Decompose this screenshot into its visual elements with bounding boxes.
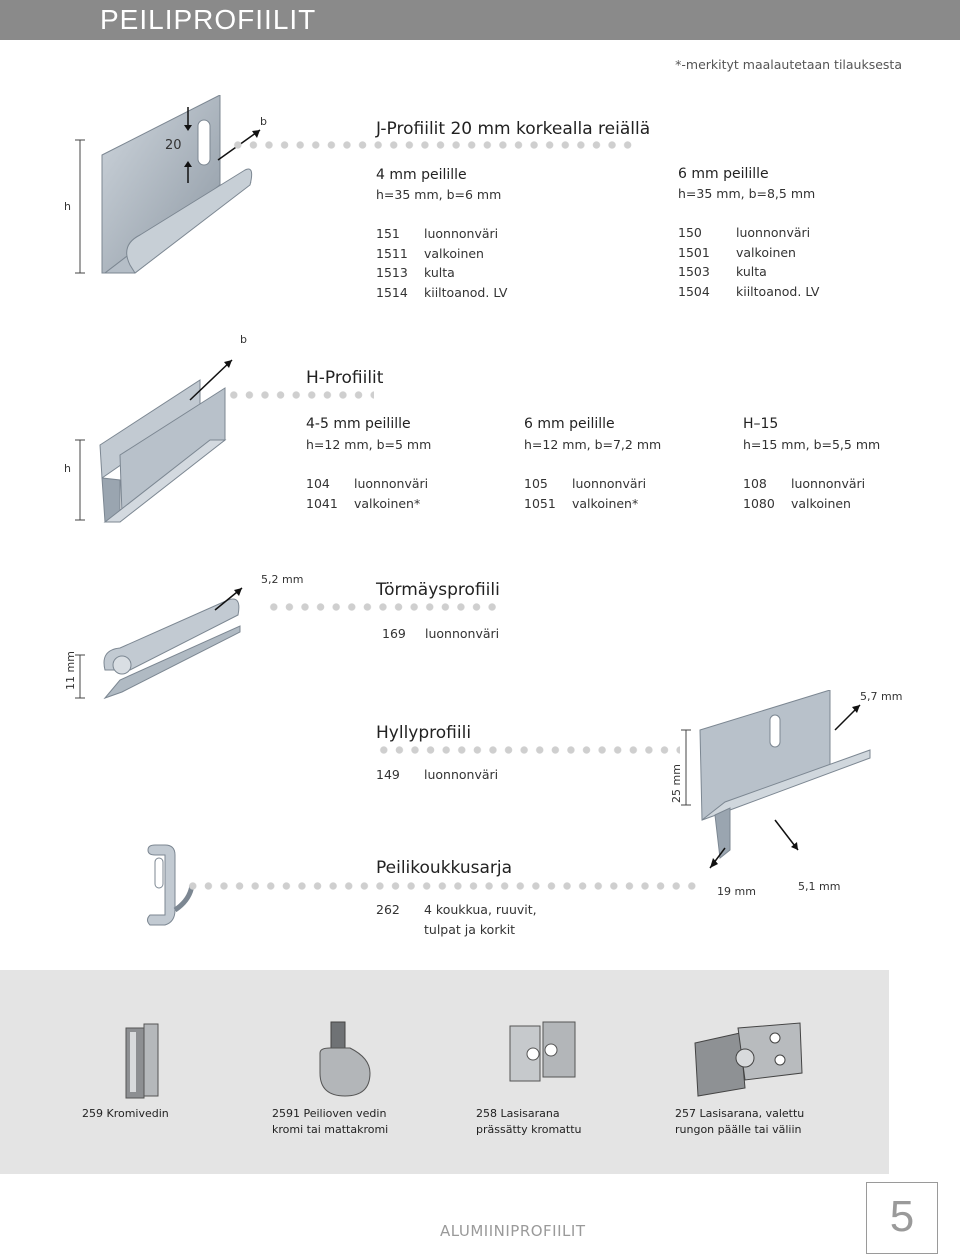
koukku-dots [185,881,697,891]
j-dim-20: 20 [165,138,182,153]
paint-note: *-merkityt maalautetaan tilauksesta [675,57,902,72]
list-item: tulpat ja korkit [424,921,516,937]
page-title: PEILIPROFIILIT [100,4,317,35]
footer-section-title: ALUMIINIPROFIILIT [440,1222,586,1240]
j-col2-title: 6 mm peilille [678,166,769,182]
accessory-259: 259 Kromivedin [82,1106,169,1122]
j-profile-title: J-Profiilit 20 mm korkealla reiällä [376,119,651,139]
tormays-dim-w: 5,2 mm [261,573,304,586]
lasisarana-258-image [509,1021,576,1082]
tormays-dots [266,602,498,612]
hylly-dim-top: 5,7 mm [860,690,903,703]
hylly-dim-w: 19 mm [717,885,756,898]
page-number: 5 [866,1182,938,1254]
hylly-dim-b: 5,1 mm [798,880,841,893]
h-col3-spec: h=15 mm, b=5,5 mm [743,437,881,452]
h-profile-title: H-Profiilit [306,368,384,388]
accessory-label: 259 Kromivedin [82,1107,169,1120]
h-dots [226,390,374,400]
h-profile-illustration [75,359,233,523]
accessory-label: 2591 Peilioven vedin [272,1107,387,1120]
accessory-sub: prässätty kromattu [476,1123,582,1136]
h-col2-title: 6 mm peilille [524,416,615,432]
j-col2-spec: h=35 mm, b=8,5 mm [678,186,816,201]
j-col1-title: 4 mm peilille [376,167,467,183]
j-dim-b: b [260,115,267,128]
j-dots [230,140,634,150]
h-col1-title: 4-5 mm peilille [306,416,411,432]
accessory-sub: rungon päälle tai väliin [675,1123,802,1136]
hylly-dim-h: 25 mm [670,764,683,803]
accessory-2591: 2591 Peilioven vedin kromi tai mattakrom… [272,1106,388,1138]
j-profile-illustration [75,95,261,274]
hylly-dots [376,745,680,755]
accessory-label: 258 Lasisarana [476,1107,560,1120]
header-band [0,0,960,40]
vedin-image [319,1021,371,1097]
accessory-label: 257 Lasisarana, valettu [675,1107,805,1120]
j-dim-h: h [64,200,71,213]
accessory-258: 258 Lasisarana prässätty kromattu [476,1106,582,1138]
h-dim-b: b [240,333,247,346]
accessory-257: 257 Lasisarana, valettu rungon päälle ta… [675,1106,804,1138]
hylly-title: Hyllyprofiili [376,723,472,743]
accessory-sub: kromi tai mattakromi [272,1123,389,1136]
h-dim-h: h [64,462,71,475]
tormays-title: Törmäysprofiili [376,580,500,600]
lasisarana-257-image [694,1022,803,1097]
j-col1-spec: h=35 mm, b=6 mm [376,187,502,202]
tormays-dim-h: 11 mm [64,651,77,690]
h-col1-spec: h=12 mm, b=5 mm [306,437,432,452]
tormays-illustration [75,587,243,700]
h-col2-spec: h=12 mm, b=7,2 mm [524,437,662,452]
koukku-title: Peilikoukkusarja [376,858,513,878]
h-col3-title: H–15 [743,416,779,432]
hylly-illustration [681,690,871,869]
kromivedin-image [125,1023,159,1099]
